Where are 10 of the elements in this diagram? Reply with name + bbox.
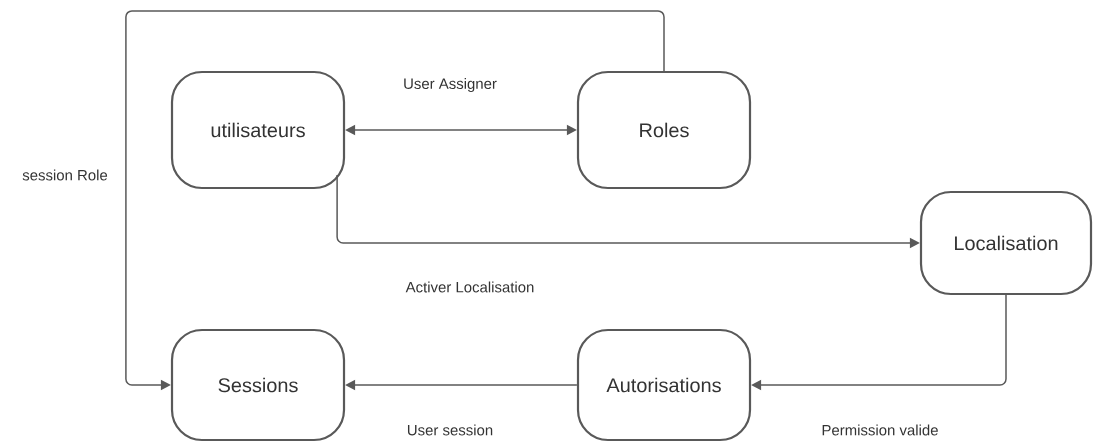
edge-label: Activer Localisation — [404, 280, 536, 294]
process-box: Roles — [576, 70, 752, 190]
edge-label: User Assigner — [402, 77, 498, 93]
edge-label: User session — [405, 423, 495, 437]
process-box: Autorisations — [576, 328, 752, 442]
edge-label: session Role — [21, 168, 109, 182]
process-box: Localisation — [919, 190, 1093, 296]
process-box: utilisateurs — [170, 70, 346, 190]
edge-label: Permission valide — [820, 423, 940, 437]
process-box: Sessions — [170, 328, 346, 442]
